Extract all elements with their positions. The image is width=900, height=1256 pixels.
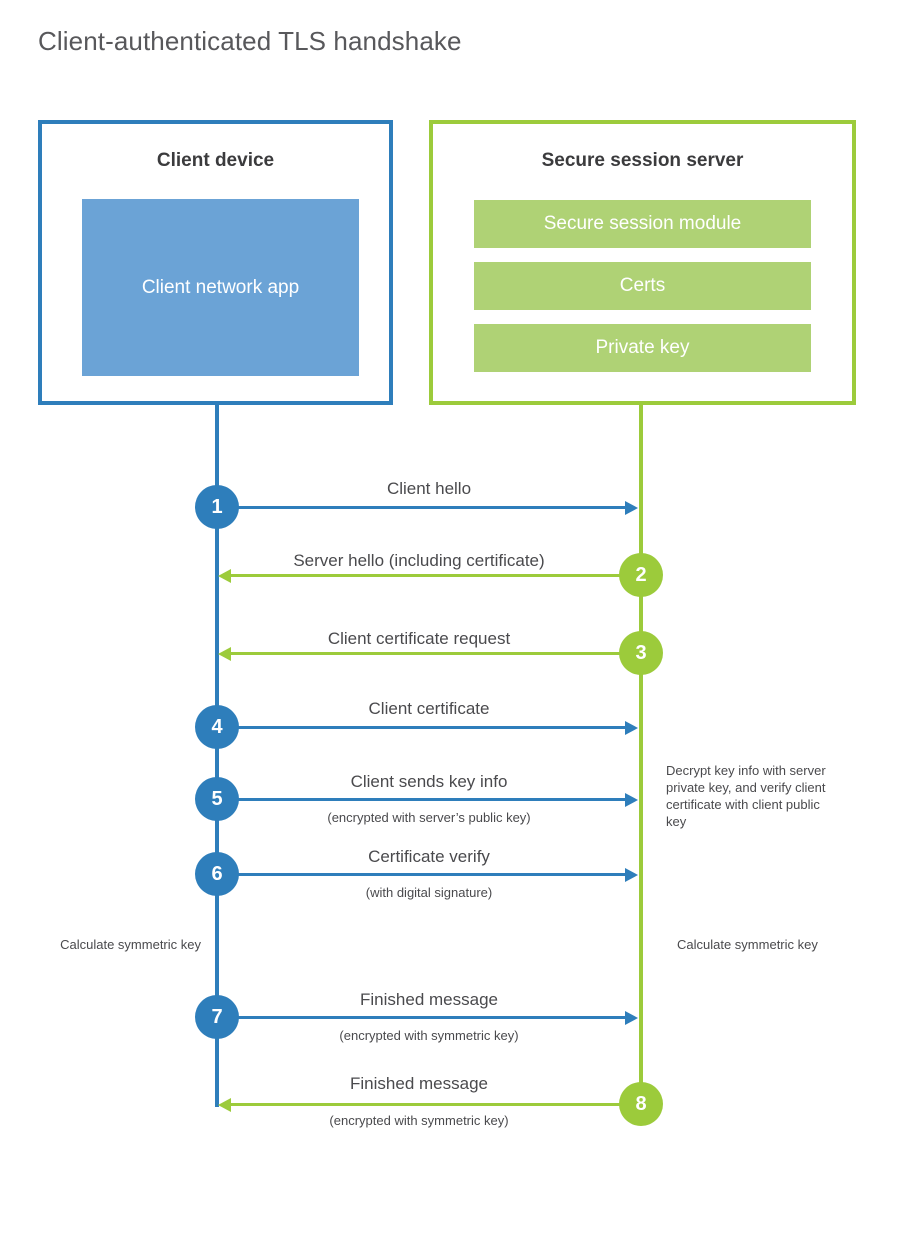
server-module-secure-session: Secure session module	[474, 200, 811, 248]
step-circle-3[interactable]: 3	[619, 631, 663, 675]
message-sublabel-5: (encrypted with server’s public key)	[327, 810, 531, 825]
lifeline-client	[215, 401, 219, 1107]
message-label-1: Client hello	[386, 479, 472, 498]
arrow-head-2	[218, 568, 231, 583]
note-client-calculate-symmetric-key: Calculate symmetric key	[60, 937, 201, 952]
page-title: Client-authenticated TLS handshake	[38, 26, 462, 56]
message-label-3: Client certificate request	[327, 629, 511, 648]
server-module-private-key: Private key	[474, 324, 811, 372]
lifeline-server	[639, 401, 643, 1107]
client-network-app-block: Client network app	[82, 199, 359, 376]
arrow-line-5	[217, 798, 625, 801]
note-server-decrypt-key-info: Decrypt key info with server private key…	[666, 763, 826, 829]
arrow-head-7	[625, 1010, 638, 1025]
arrow-line-2	[231, 574, 621, 577]
message-label-6: Certificate verify	[368, 847, 490, 866]
message-sublabel-8: (encrypted with symmetric key)	[329, 1113, 509, 1128]
note-server-calculate-symmetric-key: Calculate symmetric key	[677, 937, 818, 952]
arrow-line-7	[217, 1016, 625, 1019]
arrow-head-5	[625, 792, 638, 807]
arrow-head-8	[218, 1097, 231, 1112]
step-circle-1[interactable]: 1	[195, 485, 239, 529]
message-label-7: Finished message	[360, 990, 498, 1009]
message-label-4: Client certificate	[368, 699, 490, 718]
step-circle-4[interactable]: 4	[195, 705, 239, 749]
server-module-certs: Certs	[474, 262, 811, 310]
step-circle-7[interactable]: 7	[195, 995, 239, 1039]
arrow-line-8	[231, 1103, 621, 1106]
arrow-line-3	[231, 652, 621, 655]
arrow-head-4	[625, 720, 638, 735]
message-label-8: Finished message	[350, 1074, 488, 1093]
message-sublabel-7: (encrypted with symmetric key)	[339, 1028, 519, 1043]
arrow-line-6	[217, 873, 625, 876]
arrow-head-1	[625, 500, 638, 515]
arrow-line-1	[217, 506, 625, 509]
arrow-line-4	[217, 726, 625, 729]
arrow-head-6	[625, 867, 638, 882]
message-label-2: Server hello (including certificate)	[293, 551, 545, 570]
participant-title-server: Secure session server	[541, 150, 744, 171]
message-sublabel-6: (with digital signature)	[365, 885, 493, 900]
message-label-5: Client sends key info	[350, 772, 508, 791]
participant-box-server: Secure session server Secure session mod…	[429, 120, 856, 405]
step-circle-5[interactable]: 5	[195, 777, 239, 821]
participant-title-client: Client device	[156, 150, 275, 171]
step-circle-2[interactable]: 2	[619, 553, 663, 597]
step-circle-8[interactable]: 8	[619, 1082, 663, 1126]
participant-box-client: Client device Client network app	[38, 120, 393, 405]
arrow-head-3	[218, 646, 231, 661]
step-circle-6[interactable]: 6	[195, 852, 239, 896]
